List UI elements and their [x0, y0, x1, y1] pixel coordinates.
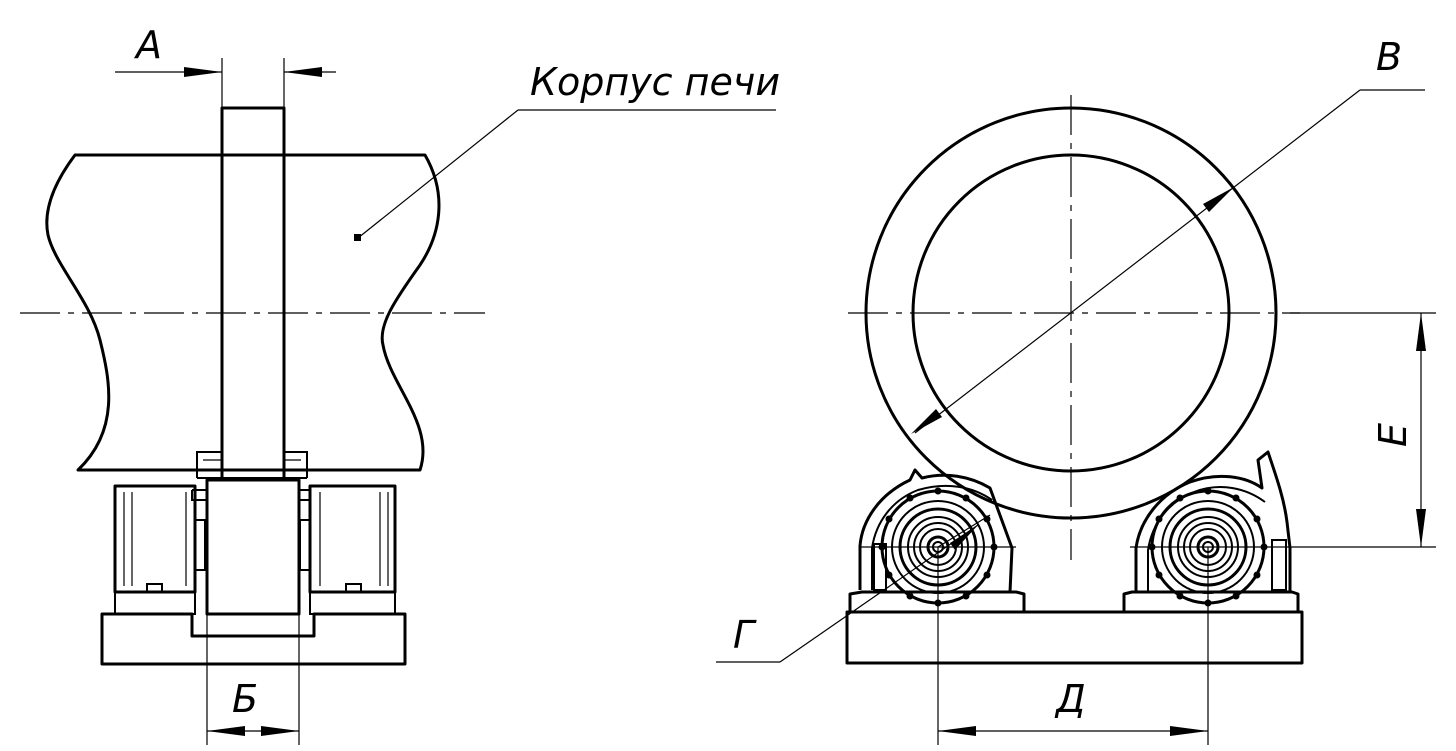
leader-dot — [354, 234, 361, 241]
left-roller-housing — [858, 468, 1014, 593]
front-view: В Г Д Е — [716, 35, 1436, 745]
left-roller-station — [848, 468, 1026, 614]
dimension-a: А — [115, 23, 336, 108]
left-bearing-housing — [113, 484, 197, 594]
dimension-d: Д — [937, 547, 1209, 745]
dim-b-label: Б — [232, 677, 258, 721]
front-base-frame — [845, 610, 1304, 665]
kiln-shell-label: Корпус печи — [530, 60, 780, 104]
left-bearing-bolt — [146, 583, 163, 593]
dimension-g: Г — [716, 524, 979, 663]
right-bearing-cap — [299, 519, 311, 571]
dim-g-label: Г — [733, 613, 757, 657]
left-roller-detail — [937, 514, 991, 548]
dim-v-label: В — [1376, 35, 1402, 79]
right-roller-station — [1122, 450, 1300, 614]
side-view: А Б Корпус печи — [20, 23, 780, 745]
kiln-shell-outline — [45, 153, 441, 472]
dim-a-label: А — [133, 23, 162, 67]
left-bearing-foot — [114, 591, 196, 615]
tyre-seat — [196, 451, 308, 479]
right-bearing-housing — [308, 484, 397, 594]
right-roller-bolts — [1148, 487, 1268, 607]
dimension-e: Е — [1290, 312, 1436, 548]
side-base-frame — [100, 612, 407, 666]
roller-shoulder-right — [299, 489, 311, 501]
tyre-outer-ring — [864, 106, 1278, 520]
dimension-v: В — [911, 35, 1425, 434]
support-roller — [205, 478, 301, 616]
right-bearing-foot — [309, 591, 396, 615]
tyre-band — [220, 106, 286, 482]
right-bearing-bolt — [345, 583, 362, 593]
left-bearing-cap — [194, 519, 206, 571]
left-roller-bracket — [873, 543, 887, 591]
right-roller-bracket — [1271, 539, 1287, 591]
kiln-shell-callout: Корпус печи — [354, 60, 780, 241]
right-roller-housing — [1134, 450, 1292, 592]
dim-e-label: Е — [1371, 423, 1415, 447]
tyre-inner-ring — [911, 153, 1231, 473]
dim-d-label: Д — [1054, 677, 1086, 721]
dimension-b: Б — [206, 614, 300, 745]
left-roller-housing-inner — [871, 484, 993, 590]
